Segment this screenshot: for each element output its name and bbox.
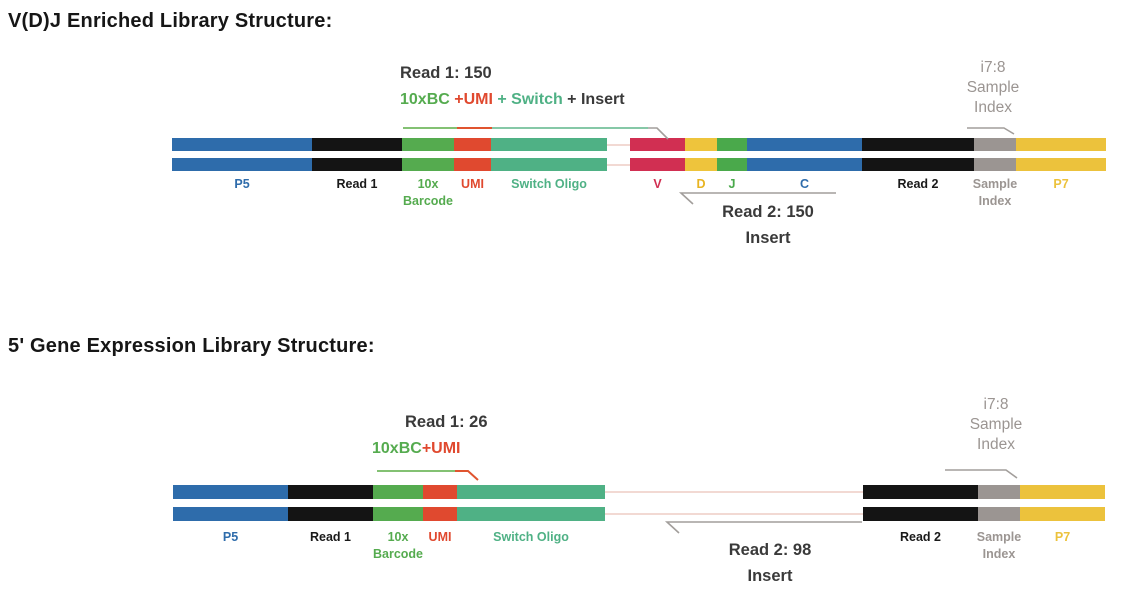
bar-segment-j [717, 138, 747, 151]
gex-read1-composition-label: 10xBC+UMI [372, 440, 460, 458]
bar-segment-10x-barcode [373, 485, 423, 499]
bar-segment-v [630, 138, 685, 151]
bar-segment-read2 [862, 138, 974, 151]
bar-segment-10x-barcode [402, 158, 454, 171]
vdj-part-switch: + Switch [492, 91, 563, 108]
bar-segment-switch-oligo [491, 158, 607, 171]
segment-label-d: D [696, 177, 706, 191]
vdj-part-umi: +UMI [449, 91, 493, 108]
bar-segment-read2 [862, 158, 974, 171]
bar-segment-d [685, 158, 717, 171]
bar-segment-p7 [1020, 507, 1105, 521]
segment-label-read1: Read 1 [336, 177, 378, 191]
strand-connector-line [607, 163, 630, 166]
bar-segment-sample-index [978, 485, 1020, 499]
segment-label-p5: P5 [222, 530, 239, 544]
vdj-part-insert: + Insert [562, 91, 625, 108]
bar-segment-read2 [863, 507, 978, 521]
vdj-read1-length-label: Read 1: 150 [400, 64, 492, 82]
strand-connector-line [605, 513, 863, 515]
bar-segment-umi [454, 158, 491, 171]
bar-segment-10x-barcode [373, 507, 423, 521]
bar-segment-read2 [863, 485, 978, 499]
bar-segment-p7 [1016, 138, 1106, 151]
gex-part-10xbc: 10xBC [372, 440, 422, 457]
gex-i7-line3: Index [977, 436, 1015, 453]
bar-segment-j [717, 158, 747, 171]
bar-segment-umi [423, 485, 457, 499]
gex-read2-length-label: Read 2: 98 [728, 541, 812, 559]
vdj-part-10xbc: 10xBC [400, 91, 450, 108]
vdj-read1-composition-label: 10xBC +UMI + Switch + Insert [400, 91, 625, 109]
vdj-i7-line2: Sample [966, 79, 1020, 96]
segment-label-read2: Read 2 [897, 177, 939, 191]
gex-read2-insert-label: Insert [747, 567, 793, 585]
bar-segment-c [747, 158, 862, 171]
segment-label-umi: UMI [428, 530, 452, 544]
vdj-read2-length-label: Read 2: 150 [722, 203, 814, 221]
bar-segment-p7 [1016, 158, 1106, 171]
gex-i7-line1: i7:8 [983, 396, 1009, 413]
bar-segment-p7 [1020, 485, 1105, 499]
bar-segment-read1 [288, 507, 373, 521]
segment-label-p7: P7 [1053, 177, 1069, 191]
segment-label-p5: P5 [234, 177, 250, 191]
vdj-i7-line3: Index [974, 99, 1012, 116]
bar-segment-c [747, 138, 862, 151]
segment-label-p7: P7 [1054, 530, 1071, 544]
bar-segment-p5 [173, 485, 288, 499]
bar-segment-umi [454, 138, 491, 151]
bar-segment-switch-oligo [457, 485, 605, 499]
strand-connector-line [607, 143, 630, 146]
gex-i7-sample-index-label: i7:8 Sample Index [970, 395, 1023, 455]
segment-label-switch-oligo: Switch Oligo [511, 177, 587, 191]
bar-segment-p5 [173, 507, 288, 521]
bar-segment-v [630, 158, 685, 171]
segment-label-read2: Read 2 [900, 530, 941, 544]
bar-segment-umi [423, 507, 457, 521]
segment-label-switch-oligo: Switch Oligo [493, 530, 569, 544]
bar-segment-switch-oligo [457, 507, 605, 521]
segment-label-c: C [799, 177, 810, 191]
gex-part-umi: +UMI [421, 440, 461, 457]
bar-segment-read1 [288, 485, 373, 499]
strand-connector-line [605, 491, 863, 493]
bar-segment-read1 [312, 158, 402, 171]
bar-segment-sample-index [974, 158, 1016, 171]
bar-segment-p5 [172, 138, 312, 151]
segment-label-read1: Read 1 [310, 530, 351, 544]
gex-read2-annotation: Read 2: 98 Insert [729, 537, 812, 589]
bar-segment-switch-oligo [491, 138, 607, 151]
vdj-i7-line1: i7:8 [980, 59, 1006, 76]
segment-label-j: J [728, 177, 736, 191]
bar-segment-10x-barcode [402, 138, 454, 151]
bar-segment-d [685, 138, 717, 151]
bar-segment-sample-index [978, 507, 1020, 521]
vdj-i7-sample-index-label: i7:8 Sample Index [967, 58, 1020, 118]
bar-segment-read1 [312, 138, 402, 151]
vdj-read2-annotation: Read 2: 150 Insert [722, 199, 814, 251]
segment-label-umi: UMI [461, 177, 484, 191]
bar-segment-sample-index [974, 138, 1016, 151]
gex-read1-length-label: Read 1: 26 [405, 413, 488, 431]
bar-segment-p5 [172, 158, 312, 171]
vdj-read2-insert-label: Insert [745, 229, 791, 247]
gex-i7-line2: Sample [969, 416, 1023, 433]
gex-section-title: 5' Gene Expression Library Structure: [8, 335, 375, 357]
vdj-section-title: V(D)J Enriched Library Structure: [8, 10, 333, 32]
segment-label-v: V [653, 177, 662, 191]
